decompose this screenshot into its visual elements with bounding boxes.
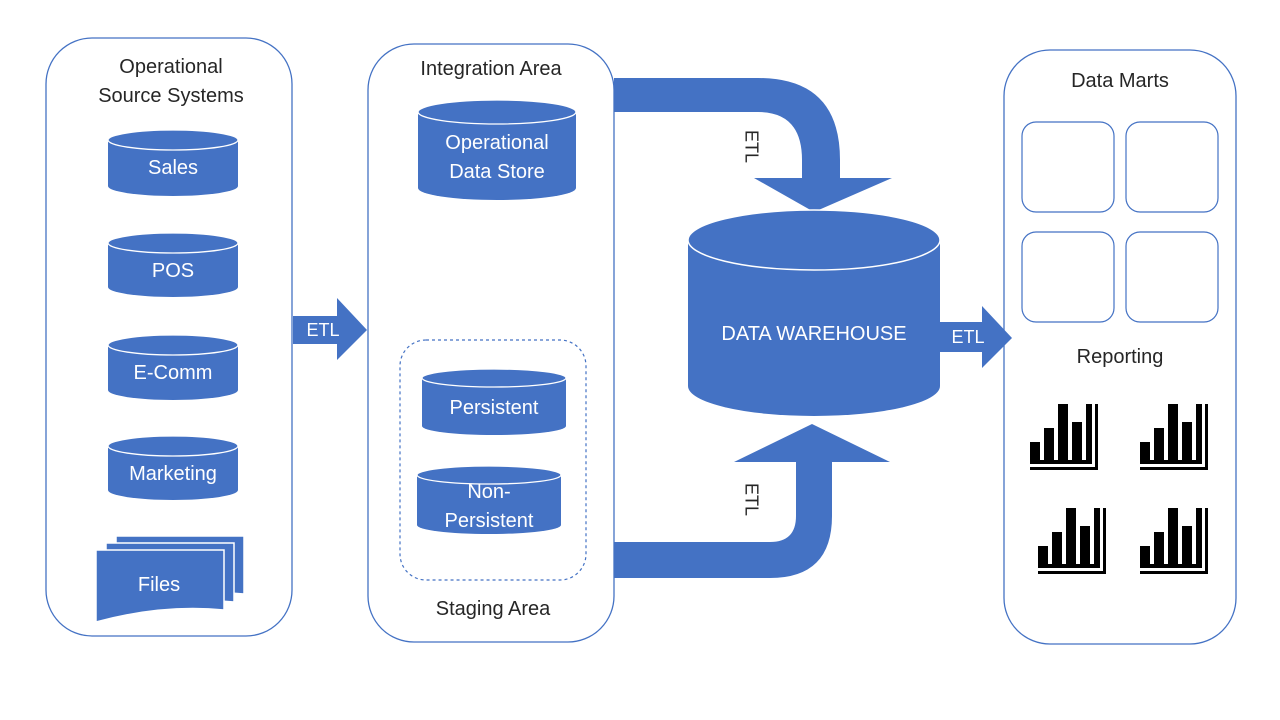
database-icon xyxy=(107,129,239,196)
database-icon xyxy=(417,99,577,200)
etl-label: ETL xyxy=(741,130,762,164)
bar-chart-icon xyxy=(1038,508,1106,574)
database-icon xyxy=(107,435,239,500)
etl-label: ETL xyxy=(741,483,762,517)
staging-area-title: Staging Area xyxy=(435,597,551,620)
data-mart-tile xyxy=(1125,231,1219,323)
staging-item-label: Persistent xyxy=(449,396,539,419)
staging-item-label: Non-Persistent xyxy=(444,481,534,532)
etl-arrow-sources-to-integration xyxy=(293,298,367,360)
bar-chart-icon xyxy=(1030,404,1098,470)
data-mart-tile xyxy=(1125,121,1219,213)
etl-flow-staging-to-warehouse xyxy=(614,424,890,578)
data-warehouse-cylinder xyxy=(687,209,941,416)
etl-label: ETL xyxy=(306,319,340,340)
database-icon xyxy=(107,334,239,400)
reporting-title: Reporting xyxy=(1076,345,1164,368)
source-item-label: Sales xyxy=(147,156,199,179)
source-item-label: E-Comm xyxy=(133,361,213,384)
warehouse-label: DATA WAREHOUSE xyxy=(721,322,907,345)
integration-area-title: Integration Area xyxy=(420,57,562,80)
database-icon xyxy=(416,465,562,534)
files-label: Files xyxy=(137,573,181,596)
source-item-label: POS xyxy=(151,259,195,282)
staging-area-box xyxy=(399,339,587,581)
data-mart-tile xyxy=(1021,121,1115,213)
source-systems-title: Operational Source Systems xyxy=(98,56,244,107)
source-item-label: Marketing xyxy=(129,462,217,485)
bar-chart-icon xyxy=(1140,404,1208,470)
ods-label: Operational Data Store xyxy=(445,132,549,183)
database-icon xyxy=(107,232,239,297)
etl-label: ETL xyxy=(951,326,985,347)
data-mart-tile xyxy=(1021,231,1115,323)
data-marts-title: Data Marts xyxy=(1071,69,1169,92)
bar-chart-icon xyxy=(1140,508,1208,574)
etl-arrow-warehouse-to-marts xyxy=(940,306,1012,368)
etl-flow-ods-to-warehouse xyxy=(614,78,892,212)
database-icon xyxy=(421,368,567,435)
files-icon xyxy=(95,535,245,623)
